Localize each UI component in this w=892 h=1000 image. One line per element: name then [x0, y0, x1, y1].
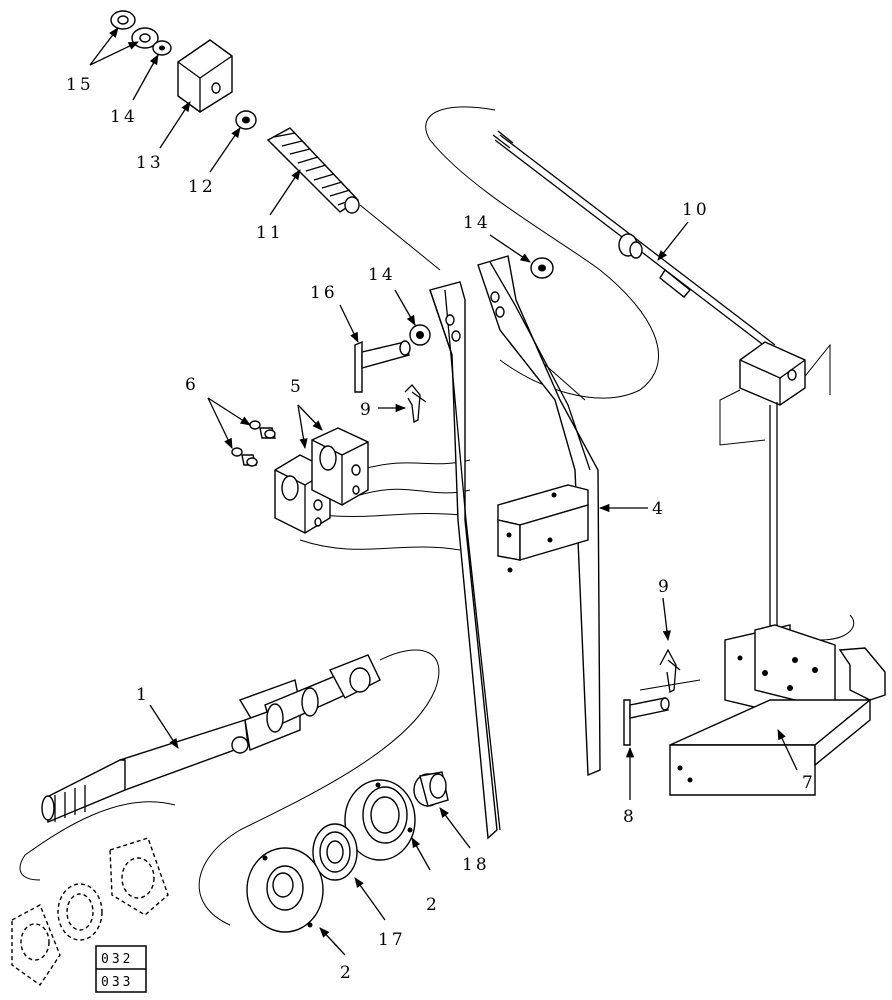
- part-14-washer-arm-left: [409, 324, 431, 346]
- label-part-12: 12: [188, 177, 216, 197]
- label-part-5: 5: [290, 377, 304, 397]
- part-18-bushing: [413, 771, 449, 807]
- label-part-11: 11: [256, 223, 284, 243]
- part-9-clip-upper: [404, 384, 427, 423]
- part-7-upright-rod: [769, 402, 778, 640]
- label-part-14-top: 14: [110, 107, 138, 127]
- reference-code-top: 032: [101, 952, 133, 967]
- label-part-15: 15: [66, 75, 94, 95]
- label-part-4: 4: [652, 499, 666, 519]
- label-part-13: 13: [136, 153, 164, 173]
- label-part-1: 1: [136, 685, 150, 705]
- label-part-18: 18: [462, 855, 490, 875]
- part-12-washer: [235, 110, 257, 130]
- label-part-10: 10: [682, 200, 710, 220]
- label-part-16: 16: [310, 283, 338, 303]
- part-4-pedal-arm: [429, 255, 601, 840]
- part-11-spring: [266, 127, 360, 214]
- label-part-7: 7: [802, 773, 816, 793]
- part-6-fittings: [231, 420, 276, 467]
- reference-bearing: [57, 883, 103, 941]
- label-part-9-upper: 9: [360, 400, 374, 420]
- label-part-9-lower: 9: [658, 577, 672, 597]
- part-10-end-block: [739, 341, 806, 406]
- part-8-pin: [623, 697, 670, 746]
- part-17-bearing: [312, 823, 358, 881]
- part-2-flange-left: [246, 847, 324, 933]
- part-7-bracket: [669, 624, 886, 796]
- label-part-14-left: 14: [368, 265, 396, 285]
- leader-lines: [89, 27, 798, 956]
- reference-code-bottom: 033: [101, 975, 133, 990]
- reference-flange-lower: [11, 904, 61, 986]
- part-16-pin: [354, 340, 411, 393]
- part-14-washer-arm-right: [530, 257, 554, 279]
- part-13-block: [177, 39, 233, 113]
- part-labels: 15 14 13 12 11 14 14 16 9 6 5 4 10 9 7 8…: [66, 75, 816, 983]
- part-2-flange-right: [344, 779, 416, 861]
- label-part-8: 8: [623, 807, 637, 827]
- part-10-rod: [492, 130, 776, 351]
- part-14-washer-top: [152, 40, 172, 56]
- label-part-2-right: 2: [426, 895, 440, 915]
- part-9-clip-lower: [659, 648, 681, 693]
- part-15-nuts: [110, 10, 159, 49]
- label-part-2-left: 2: [340, 963, 354, 983]
- part-5-bushing-blocks: [274, 427, 369, 534]
- label-part-17: 17: [378, 930, 406, 950]
- label-part-14-right: 14: [463, 213, 491, 233]
- reference-flange-upper: [109, 837, 169, 916]
- label-part-6: 6: [185, 375, 199, 395]
- part-1-pedal-shaft: [41, 654, 381, 823]
- reference-code-box: 032 033: [95, 945, 147, 993]
